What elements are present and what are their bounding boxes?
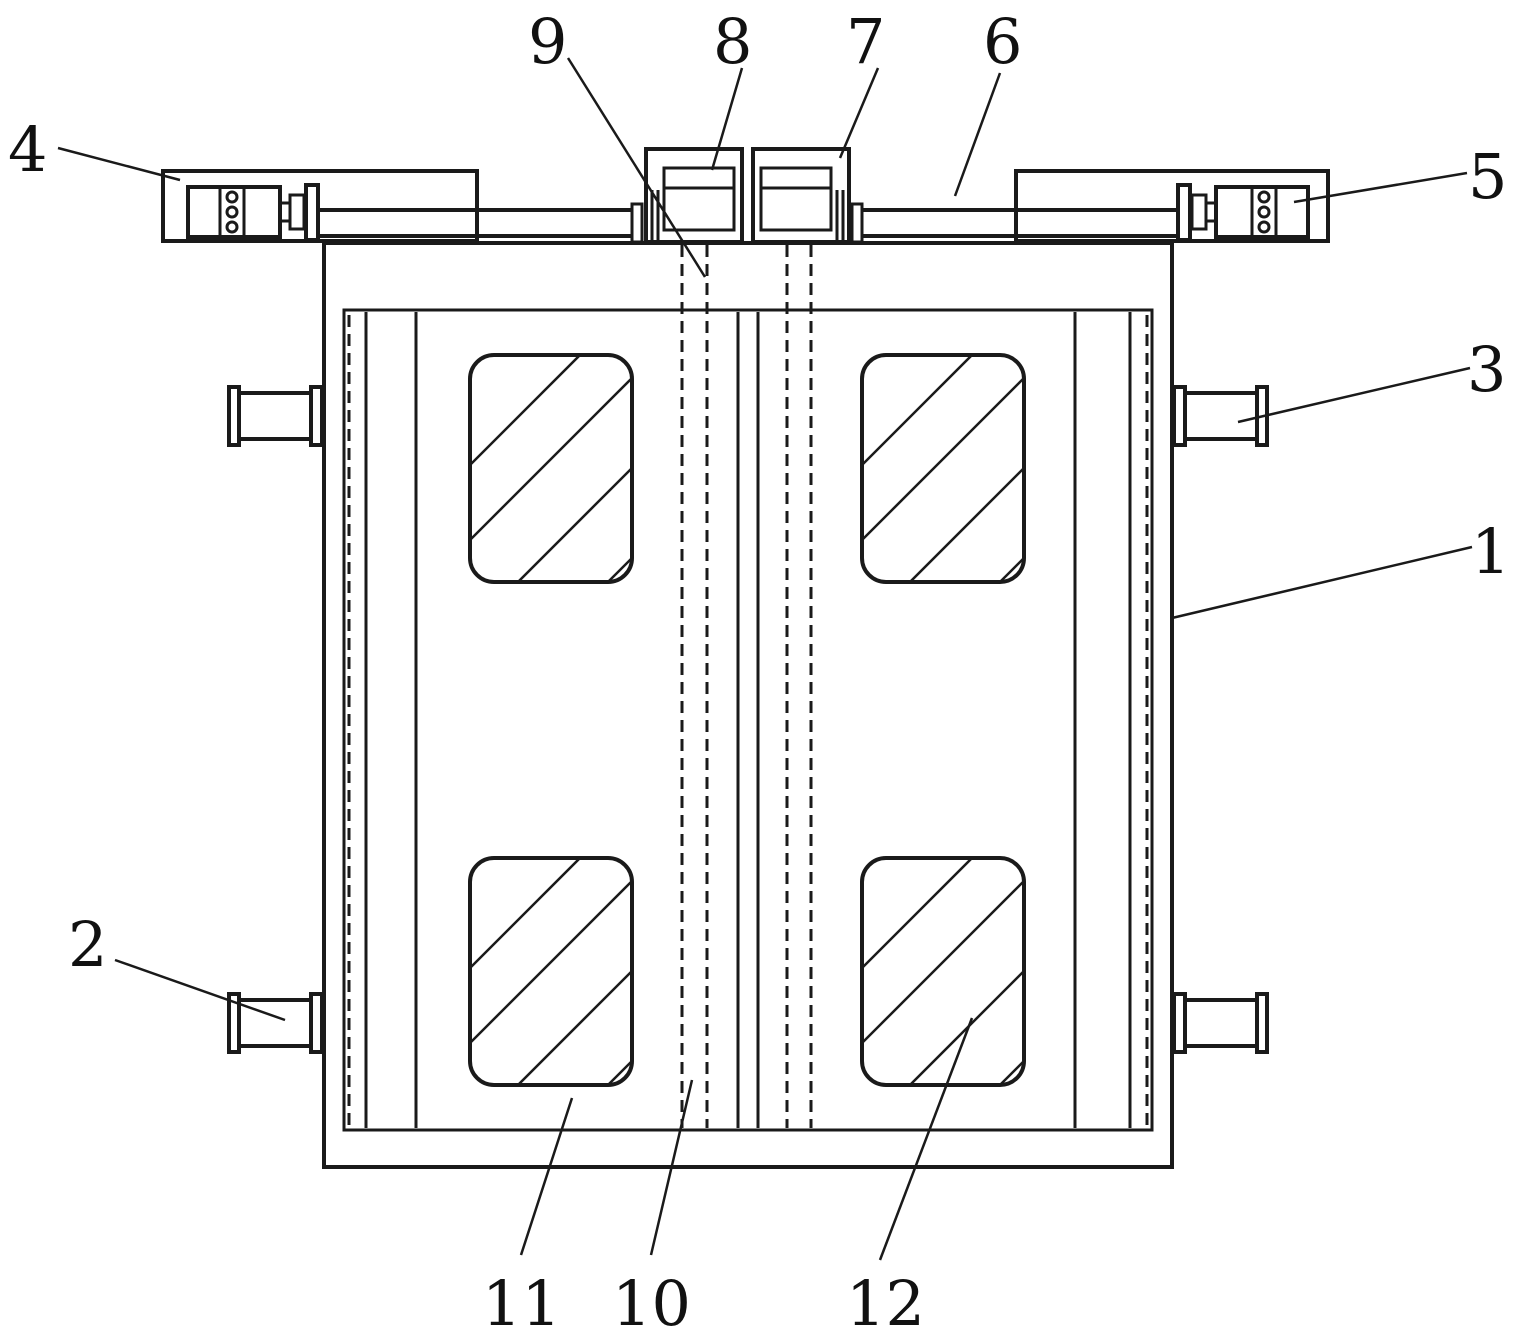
leader-5 xyxy=(1293,171,1468,204)
label-5: 5 xyxy=(1468,140,1507,213)
label-6: 6 xyxy=(983,5,1022,78)
leader-3 xyxy=(1237,366,1471,424)
pipe-upper-right xyxy=(1172,385,1269,447)
label-4: 4 xyxy=(8,113,47,186)
slider-block-left xyxy=(644,147,744,244)
left-rod-dashed xyxy=(680,245,709,1128)
leader-1 xyxy=(1171,545,1473,620)
label-12: 12 xyxy=(846,1267,925,1340)
label-9: 9 xyxy=(528,5,567,78)
label-11: 11 xyxy=(482,1267,561,1340)
label-10: 10 xyxy=(612,1267,691,1340)
leader-4 xyxy=(57,146,181,182)
label-8: 8 xyxy=(713,5,752,78)
slider-block-right xyxy=(751,147,851,244)
window-bottom-left xyxy=(468,856,634,1087)
top-rail-right xyxy=(1014,169,1330,243)
leader-10 xyxy=(649,1079,694,1256)
left-door xyxy=(364,312,740,1128)
label-3: 3 xyxy=(1467,333,1506,406)
window-top-left xyxy=(468,353,634,584)
window-top-right xyxy=(860,353,1026,584)
threaded-rod-left xyxy=(318,202,644,244)
right-rod-dashed xyxy=(785,245,813,1128)
right-door xyxy=(756,312,1132,1128)
motor-left xyxy=(186,183,320,242)
motor-right xyxy=(1176,183,1310,242)
leader-12 xyxy=(878,1017,974,1261)
leader-lines xyxy=(57,57,1473,1261)
pipe-lower-left xyxy=(227,992,324,1054)
leader-11 xyxy=(519,1097,574,1256)
label-7: 7 xyxy=(846,5,885,78)
leader-2 xyxy=(114,958,286,1022)
window-bottom-right xyxy=(860,856,1026,1087)
pipe-lower-right xyxy=(1172,992,1269,1054)
leader-7 xyxy=(838,67,880,159)
pipe-upper-left xyxy=(227,385,324,447)
label-1: 1 xyxy=(1471,515,1510,588)
threaded-rod-right xyxy=(850,202,1178,244)
leader-8 xyxy=(710,67,744,171)
leader-9 xyxy=(566,57,707,278)
leader-6 xyxy=(953,72,1002,197)
main-housing xyxy=(322,241,1174,1169)
part-labels: 1 2 3 4 5 6 7 8 9 10 11 12 xyxy=(8,5,1510,1340)
label-2: 2 xyxy=(68,908,107,981)
